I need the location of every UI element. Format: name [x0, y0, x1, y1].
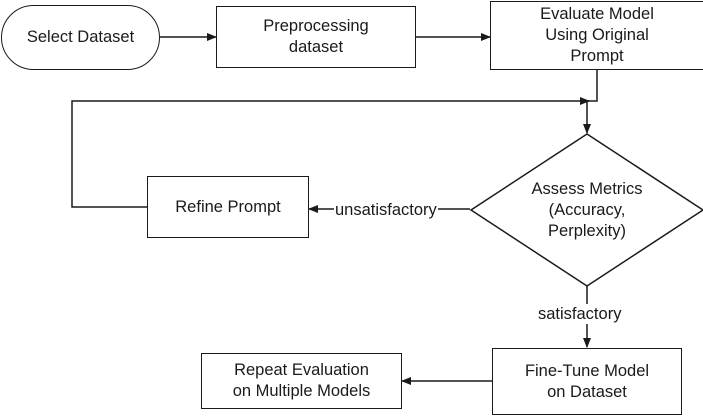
fine-tune-model-node: Fine-Tune Model on Dataset: [492, 348, 682, 415]
fine-tune-model-label: Fine-Tune Model on Dataset: [524, 361, 650, 401]
assess-metrics-text: Assess Metrics (Accuracy, Perplexity): [507, 178, 667, 242]
refine-prompt-node: Refine Prompt: [147, 176, 309, 238]
preprocessing-dataset-label: Preprocessing dataset: [263, 17, 369, 56]
arrow-evaluate-to-assess: [583, 70, 598, 134]
satisfactory-edge-label: satisfactory: [537, 304, 623, 324]
assess-metrics-diamond: [469, 133, 703, 287]
evaluate-model-label: Evaluate Model Using Original Prompt: [540, 5, 654, 65]
evaluate-model-node: Evaluate Model Using Original Prompt: [490, 1, 703, 70]
repeat-evaluation-label: Repeat Evaluation on Multiple Models: [232, 361, 371, 400]
preprocessing-dataset-node: Preprocessing dataset: [216, 6, 416, 68]
select-dataset-label: Select Dataset: [26, 28, 135, 46]
select-dataset-node: Select Dataset: [1, 5, 160, 70]
arrow-refine-loop-back: [71, 97, 590, 208]
unsatisfactory-edge-label: unsatisfactory: [334, 200, 438, 220]
refine-prompt-label: Refine Prompt: [175, 197, 281, 216]
repeat-evaluation-node: Repeat Evaluation on Multiple Models: [201, 353, 402, 409]
assess-metrics-label: Assess Metrics (Accuracy, Perplexity): [531, 179, 643, 240]
